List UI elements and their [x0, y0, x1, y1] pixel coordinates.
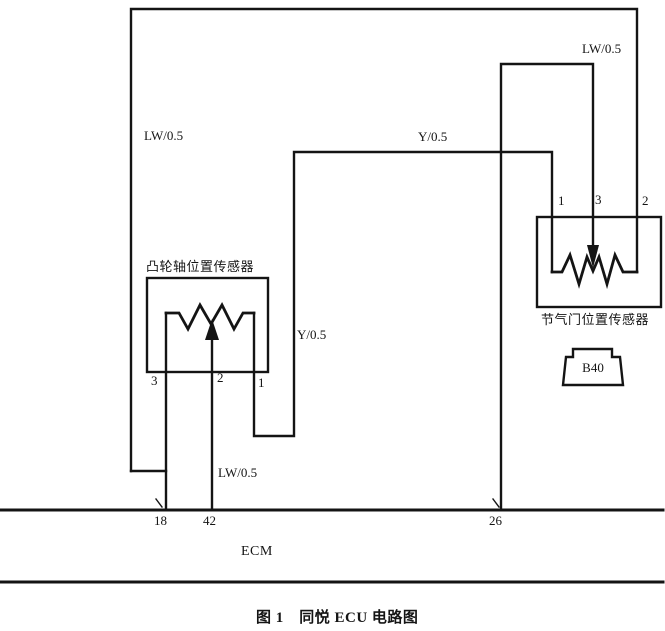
wire-y-signal-route	[252, 150, 554, 438]
throttle-pin-2-label: 2	[642, 193, 649, 208]
ecm-pin-18-label: 18	[154, 513, 167, 528]
wire-label-lw-left: LW/0.5	[144, 128, 184, 143]
wire-pin26-signal-route	[499, 62, 595, 512]
wire-label-y-middle: Y/0.5	[297, 327, 327, 342]
camshaft-pin-3-label: 3	[151, 373, 158, 388]
throttle-pin-3-label: 3	[595, 192, 602, 207]
ecm-pin-26-label: 26	[489, 513, 502, 528]
wire-label-y-top: Y/0.5	[418, 129, 448, 144]
camshaft-sensor-label: 凸轮轴位置传感器	[146, 259, 255, 274]
camshaft-pin-1-label: 1	[258, 375, 265, 390]
throttle-pin-1-label: 1	[558, 193, 565, 208]
throttle-resistor-zigzag	[550, 250, 639, 290]
b40-connector-outline	[561, 347, 625, 387]
pin18-tick	[155, 498, 163, 508]
wire-label-lw-top-right: LW/0.5	[582, 41, 622, 56]
ecm-pin-42-label: 42	[203, 513, 216, 528]
ecm-label: ECM	[241, 544, 273, 559]
throttle-sensor-label: 节气门位置传感器	[541, 312, 650, 327]
camshaft-wiper-arrow	[205, 319, 219, 340]
throttle-sensor-box	[535, 215, 663, 309]
throttle-wiper-arrow	[587, 245, 599, 268]
wire-label-lw-pin42: LW/0.5	[218, 465, 258, 480]
b40-connector-label: B40	[582, 360, 604, 375]
figure-caption: 图 1 同悦 ECU 电路图	[256, 610, 419, 626]
camshaft-sensor-box	[145, 276, 270, 374]
wire-lw-ground-loop	[129, 7, 639, 473]
camshaft-pin-2-label: 2	[217, 370, 224, 385]
pin26-tick	[492, 498, 500, 508]
